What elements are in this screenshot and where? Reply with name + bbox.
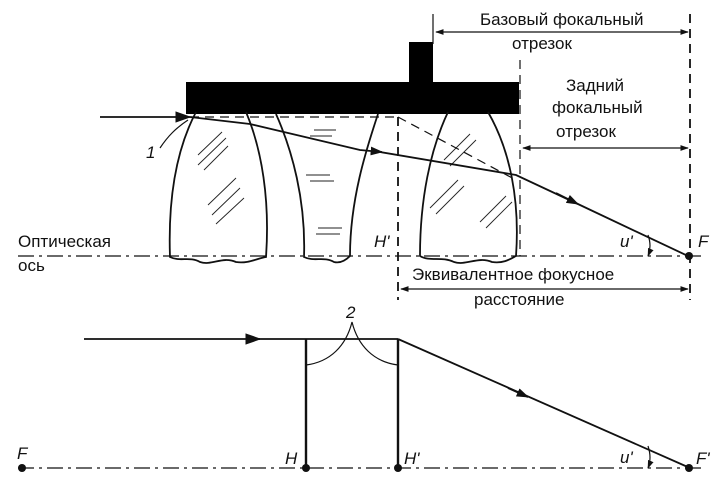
point-H-prime xyxy=(394,464,402,472)
lens-mount-plate xyxy=(186,82,519,114)
label-planes-callout: 2 xyxy=(345,303,356,322)
label-bottom-F-prime: F' xyxy=(696,449,710,468)
label-equiv-focal-2: расстояние xyxy=(474,290,565,309)
point-H xyxy=(302,464,310,472)
ray-to-focus-bottom xyxy=(397,338,691,469)
lens-mount-stem xyxy=(409,42,433,84)
angle-u-arc-bottom xyxy=(647,445,654,469)
label-base-focal-2: отрезок xyxy=(512,34,572,53)
ray-bottom-arrow xyxy=(507,387,530,398)
label-optical-axis-1: Оптическая xyxy=(18,232,111,251)
label-top-H-prime: H' xyxy=(374,232,390,251)
label-base-focal-1: Базовый фокальный xyxy=(480,10,644,29)
label-bottom-H: H xyxy=(285,449,298,468)
label-back-focal-2: фокальный xyxy=(552,98,643,117)
focus-point-top xyxy=(685,252,693,260)
label-equiv-focal-1: Эквивалентное фокусное xyxy=(412,265,614,284)
label-lens-callout: 1 xyxy=(146,143,155,162)
focus-point-left xyxy=(18,464,26,472)
angle-u-arc-top xyxy=(647,234,654,257)
label-back-focal-1: Задний xyxy=(566,76,624,95)
label-bottom-H-prime: H' xyxy=(404,449,420,468)
ray-to-focus-arrow xyxy=(555,192,580,205)
lens-callout-leader xyxy=(159,119,189,149)
label-back-focal-3: отрезок xyxy=(556,122,616,141)
ray-extension-diagonal xyxy=(397,116,517,181)
label-optical-axis-2: ось xyxy=(18,256,45,275)
lens-element-1 xyxy=(168,111,268,264)
label-bottom-u-prime: u' xyxy=(620,448,633,467)
planes-callout-bracket xyxy=(305,321,399,366)
ray-through-lenses xyxy=(189,116,384,156)
label-top-F: F xyxy=(698,232,710,251)
label-bottom-F-left: F xyxy=(17,444,29,463)
lens-element-2 xyxy=(275,113,379,264)
lens-element-3 xyxy=(419,111,518,264)
ray-to-focus xyxy=(379,151,689,257)
label-top-u-prime: u' xyxy=(620,232,633,251)
focus-point-bottom xyxy=(685,464,693,472)
